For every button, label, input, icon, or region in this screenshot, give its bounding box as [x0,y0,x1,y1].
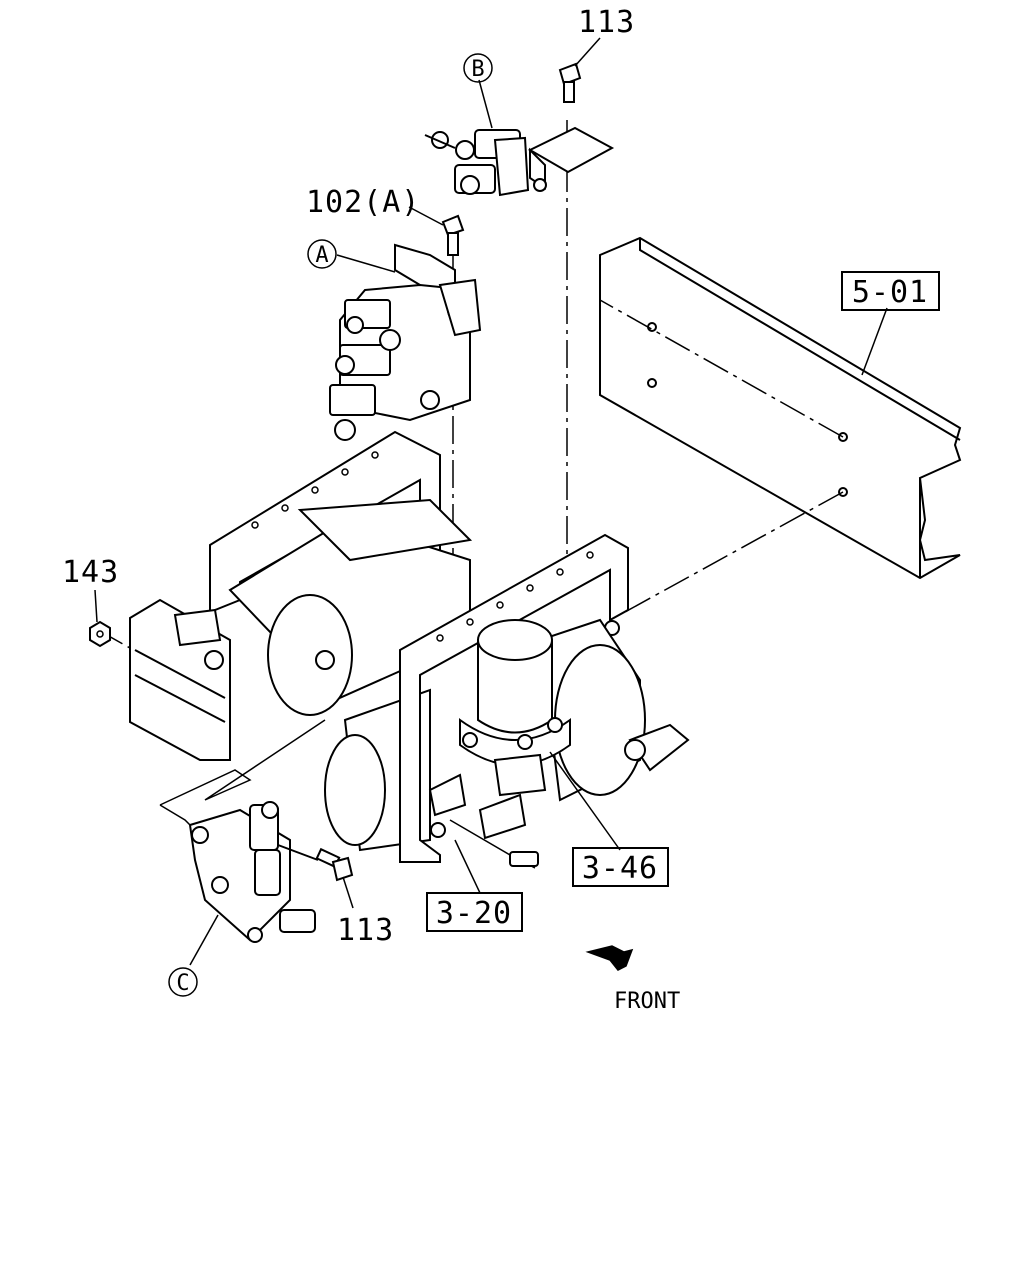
left-housing [129,598,231,761]
valve-b-assembly [424,126,615,197]
callout-113-top: 113 [578,5,635,40]
marker-a-label: A [315,243,328,268]
ref-box-3-20: 3-20 [426,892,523,932]
valve-a-assembly [329,243,482,441]
callout-113-bottom: 113 [337,913,394,948]
leader-lines [94,37,888,966]
marker-c-label: C [176,971,189,996]
valve-c-assembly [159,719,326,943]
bolt-113-top [558,62,582,103]
marker-b: B [463,53,493,83]
lower-harness [428,773,539,869]
bolt-113-bottom [315,847,354,882]
rear-cylinder [538,618,646,802]
marker-c: C [168,967,198,997]
ref-box-5-01: 5-01 [841,271,940,311]
bolt-102 [441,214,465,256]
right-fitting [624,723,690,772]
callout-102a: 102(A) [306,185,420,220]
ref-box-3-46: 3-46 [572,847,669,887]
ref-3-20-label: 3-20 [436,896,512,931]
marker-b-label: B [471,57,484,82]
callout-143: 143 [62,555,119,590]
ref-3-46-label: 3-46 [582,851,658,886]
nut-143 [89,620,111,648]
front-arrow-icon [585,945,634,971]
air-dryer [459,619,571,797]
marker-a: A [307,239,337,269]
front-label: FRONT [614,989,680,1014]
ref-5-01-label: 5-01 [852,275,928,310]
